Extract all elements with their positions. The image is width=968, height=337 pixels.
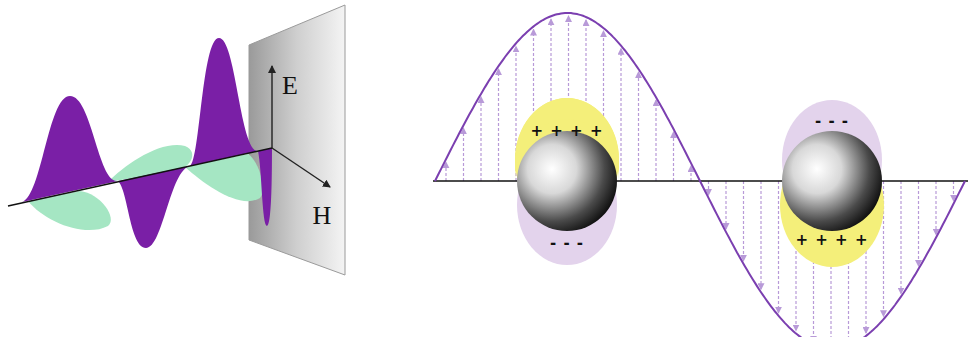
sine-wave xyxy=(435,13,965,337)
field-arrow xyxy=(638,72,639,181)
field-arrow xyxy=(445,162,446,181)
field-arrow xyxy=(953,181,954,201)
plane xyxy=(249,5,345,275)
field-arrow xyxy=(778,181,779,313)
field-arrow xyxy=(690,166,691,181)
field-arrow xyxy=(900,181,901,294)
field-arrow xyxy=(480,97,481,181)
field-arrow xyxy=(760,181,761,289)
field-arrow xyxy=(725,181,726,229)
particle xyxy=(782,131,882,231)
e-arrow xyxy=(271,66,272,148)
field-arrow xyxy=(655,100,656,181)
electric-wave xyxy=(22,38,272,248)
field-arrows xyxy=(446,16,954,337)
field-arrow xyxy=(620,49,621,181)
particle xyxy=(517,131,617,231)
field-arrow xyxy=(708,181,709,195)
field-arrow xyxy=(463,128,464,181)
axis-label: H xyxy=(313,203,332,229)
h-arrow xyxy=(272,148,330,187)
field-arrow xyxy=(743,181,744,261)
charge-label: - - - xyxy=(815,114,849,129)
field-arrow xyxy=(918,181,919,266)
charge-label: - - - xyxy=(550,236,584,251)
charge-label: + + + + xyxy=(796,233,869,248)
field-arrow xyxy=(498,69,499,181)
field-arrow xyxy=(935,181,936,235)
axis-line xyxy=(8,148,272,206)
field-arrow xyxy=(673,132,674,181)
axis-label: E xyxy=(282,73,298,99)
charge-label: + + + + xyxy=(531,124,604,139)
